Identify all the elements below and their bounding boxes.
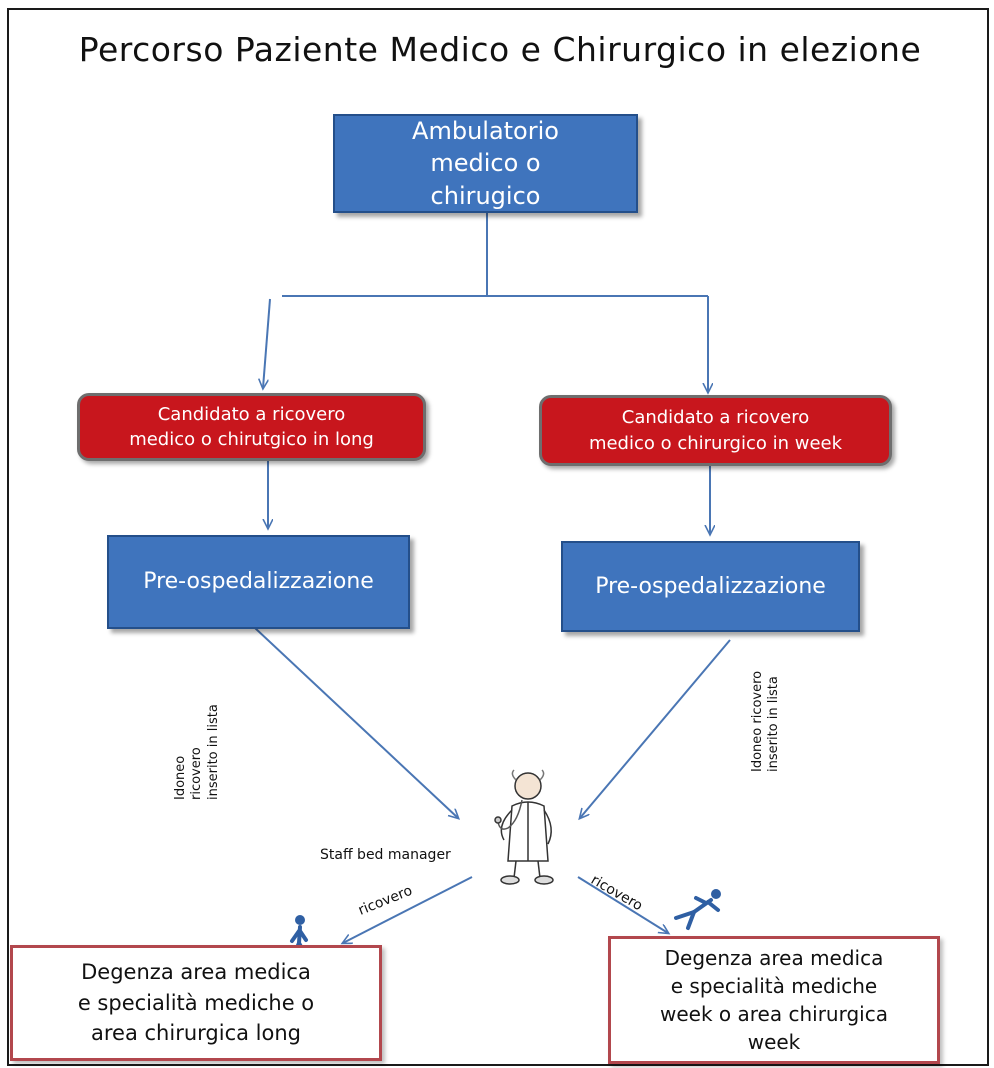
candidato-long-box: Candidato a ricovero medico o chirutgico… — [77, 393, 426, 461]
preosp-right-box: Pre-ospedalizzazione — [561, 541, 860, 632]
idoneo-left-label: Idoneo ricovero inserito in lista — [173, 704, 221, 800]
degenza-week-box: Degenza area medica e specialità mediche… — [608, 936, 940, 1064]
preosp-left-box: Pre-ospedalizzazione — [107, 535, 410, 629]
diagram-frame — [7, 8, 989, 1066]
arrow-left-doctor — [254, 627, 458, 818]
arrow-to-long — [263, 298, 271, 388]
staff-label: Staff bed manager — [320, 847, 451, 863]
candidato-week-box: Candidato a ricovero medico o chirurgico… — [539, 395, 892, 466]
arrow-doctor-long — [343, 876, 473, 943]
idoneo-right-label: Idoneo ricovero inserito in lista — [750, 670, 782, 772]
walking-person-icon — [666, 886, 728, 934]
arrow-right-doctor — [580, 639, 731, 818]
diagram-title: Percorso Paziente Medico e Chirurgico in… — [78, 30, 922, 69]
arrow-doctor-week — [577, 876, 668, 933]
ambulatorio-box: Ambulatorio medico o chirugico — [333, 114, 638, 213]
degenza-long-box: Degenza area medica e specialità mediche… — [10, 945, 382, 1061]
doctor-with-stethoscope-icon — [478, 766, 576, 886]
